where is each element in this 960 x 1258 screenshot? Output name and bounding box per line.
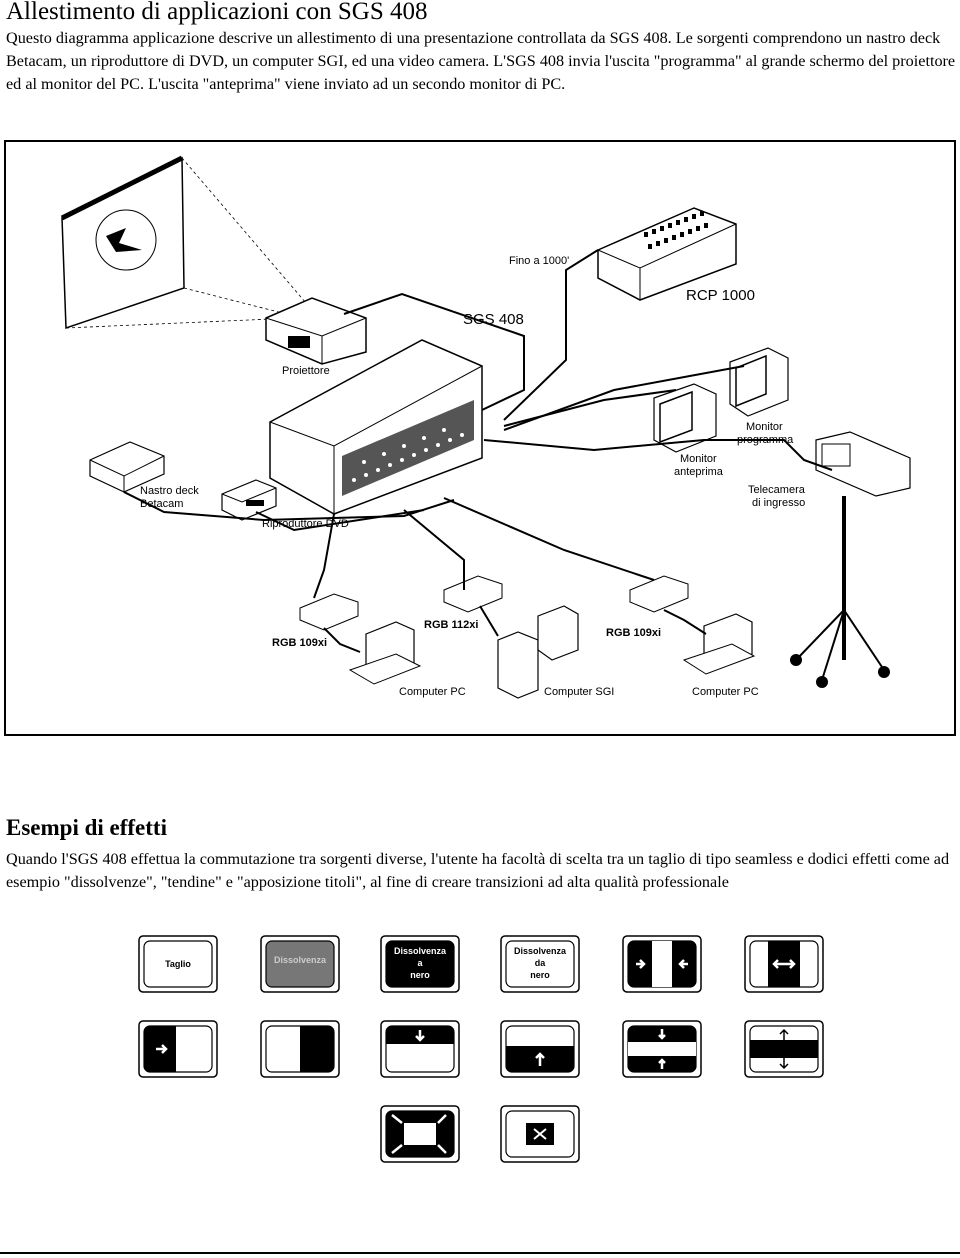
arrow-left-icon [678, 959, 688, 969]
sgi-label: Computer SGI [544, 686, 614, 698]
dvd-label: Riproduttore DVD [262, 518, 349, 530]
computer-sgi-icon [497, 605, 579, 699]
arrow-up-icon [535, 1052, 545, 1066]
arrow-right-icon [636, 959, 646, 969]
outward-arrows-icon [533, 1128, 547, 1140]
computer-pc-left-icon [348, 621, 422, 685]
rgb-interface-mid-icon [443, 575, 503, 613]
preview-monitor-label-1: Monitor [680, 453, 717, 465]
program-monitor-label-1: Monitor [746, 421, 783, 433]
arrow-up-icon [658, 1058, 666, 1069]
preview-monitor-label-2: anteprima [674, 466, 724, 478]
projector-label: Proiettore [282, 365, 330, 377]
effect-wipe-left [138, 1020, 218, 1078]
effects-title: Esempi di effetti [6, 815, 167, 840]
arrow-down-icon [658, 1029, 666, 1040]
betacam-label-line2: Betacam [140, 498, 183, 510]
projector-icon [265, 297, 367, 365]
footer-rule [0, 1252, 960, 1254]
arrow-right-icon [156, 1044, 168, 1054]
page-title: Allestimento di applicazioni con SGS 408 [6, 0, 428, 25]
effect-fade-to-black-label-3: nero [410, 970, 430, 980]
preview-monitor-icon [653, 383, 717, 453]
intro-paragraph: Questo diagramma applicazione descrive u… [6, 29, 956, 93]
double-arrow-icon [772, 959, 796, 969]
effect-fade-to-black-label-1: Dissolvenza [394, 946, 447, 956]
effect-box-out [500, 1105, 580, 1163]
arrow-left-icon [300, 1044, 312, 1054]
effect-fade-from-black-label-3: nero [530, 970, 550, 980]
effect-fade-to-black: Dissolvenza a nero [380, 935, 460, 993]
camera-label-1: Telecamera [748, 484, 806, 496]
effect-wipe-up [500, 1020, 580, 1078]
service-logo [95, 209, 157, 271]
program-monitor-icon [729, 347, 789, 417]
pc-left-label: Computer PC [399, 686, 466, 698]
rgb-interface-left-icon [299, 593, 359, 631]
application-diagram: Proiettore Fino a 1000' RCP 1000 [4, 140, 956, 736]
dvd-player-icon [221, 479, 277, 521]
vertical-double-arrow-icon [779, 1028, 789, 1070]
effect-fade-to-black-label-2: a [417, 958, 423, 968]
inward-arrows-icon [391, 1114, 447, 1154]
effect-wipe-center-in [622, 935, 702, 993]
rgb-left-label: RGB 109xi [272, 637, 327, 649]
effect-dissolve: Dissolvenza [260, 935, 340, 993]
computer-pc-right-icon [682, 613, 756, 675]
effect-box-in [380, 1105, 460, 1163]
sgs-408-label: SGS 408 [463, 311, 524, 328]
camera-label-2: di ingresso [752, 497, 805, 509]
sgs-408-switcher [269, 339, 483, 515]
effect-wipe-vertical-out [744, 1020, 824, 1078]
effect-cut: Taglio [138, 935, 218, 993]
cable-length-note: Fino a 1000' [509, 255, 569, 267]
betacam-label-line1: Nastro deck [140, 485, 199, 497]
effect-fade-from-black: Dissolvenza da nero [500, 935, 580, 993]
effect-cut-label: Taglio [165, 959, 191, 969]
effect-wipe-down [380, 1020, 460, 1078]
rcp-1000-label: RCP 1000 [686, 287, 755, 304]
rgb-interface-right-icon [629, 575, 689, 613]
arrow-down-icon [415, 1030, 425, 1042]
effect-fade-from-black-label-2: da [535, 958, 546, 968]
betacam-deck-icon [89, 441, 165, 493]
cables [123, 249, 833, 653]
rgb-mid-label: RGB 112xi [424, 619, 478, 631]
pc-right-label: Computer PC [692, 686, 759, 698]
effect-wipe-right [260, 1020, 340, 1078]
video-camera-icon [790, 431, 911, 688]
rcp-1000-controller [597, 207, 737, 301]
rgb-right-label: RGB 109xi [606, 627, 661, 639]
effect-fade-from-black-label-1: Dissolvenza [514, 946, 567, 956]
effect-wipe-vertical-in [622, 1020, 702, 1078]
effect-wipe-center-out [744, 935, 824, 993]
effect-dissolve-label: Dissolvenza [274, 955, 327, 965]
effects-paragraph: Quando l'SGS 408 effettua la commutazion… [6, 850, 950, 891]
